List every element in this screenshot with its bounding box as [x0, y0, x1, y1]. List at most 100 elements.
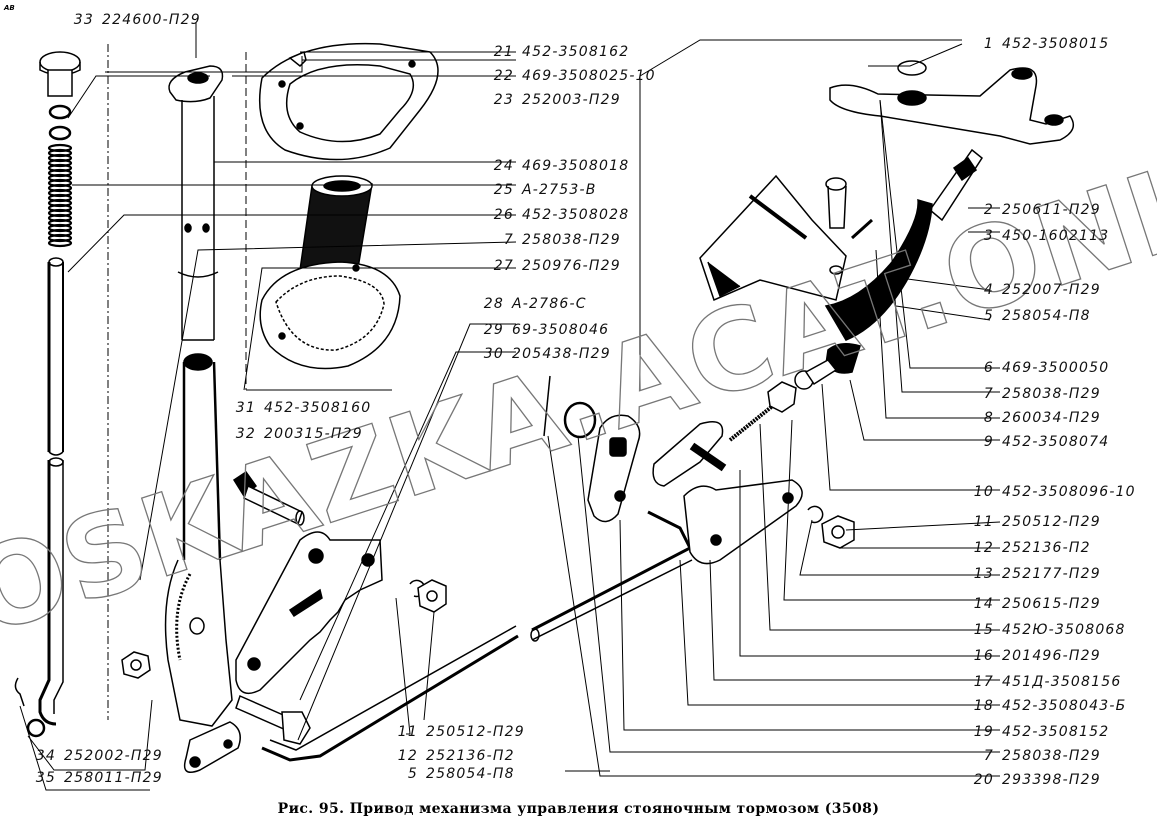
callout-number: 12: [973, 540, 994, 556]
callout-label: 4 252007-П29: [970, 282, 1101, 298]
part-number: 250611-П29: [1002, 202, 1101, 218]
part-number: 258038-П29: [1002, 748, 1101, 764]
callout-number: 15: [973, 622, 994, 638]
corner-mark: AB: [4, 4, 15, 12]
bent-rod: [38, 457, 64, 726]
mounting-bracket: [699, 174, 847, 302]
part-number: 224600-П29: [102, 12, 201, 28]
callout-number: 33: [73, 12, 94, 28]
part-number: 252007-П29: [1002, 282, 1101, 298]
pivot-arm: [683, 479, 803, 565]
callout-label: 33 224600-П29: [70, 12, 201, 28]
part-number: 469-3500050: [1002, 360, 1110, 376]
callout-number: 5: [407, 766, 418, 782]
part-number: 252177-П29: [1002, 566, 1101, 582]
callout-number: 12: [397, 748, 418, 764]
callout-number: 14: [973, 596, 994, 612]
ratchet-sector: [235, 531, 383, 695]
callout-number: 23: [493, 92, 514, 108]
threaded-rod: [47, 257, 64, 456]
part-number: 452-3508028: [522, 207, 630, 223]
callout-label: 17 451Д-3508156: [970, 674, 1121, 690]
callout-number: 28: [483, 296, 504, 312]
dust-cover: [258, 42, 439, 161]
callout-number: 3: [983, 228, 994, 244]
part-number: 250615-П29: [1002, 596, 1101, 612]
callout-number: 5: [983, 308, 994, 324]
callout-number: 18: [973, 698, 994, 714]
callout-label: 5 258054-П8: [394, 766, 515, 782]
callout-number: 29: [483, 322, 504, 338]
cotter-pin: [14, 677, 25, 707]
knob-cap: [39, 51, 81, 97]
part-number: 452-3508015: [1002, 36, 1110, 52]
part-number: 293398-П29: [1002, 772, 1101, 788]
leader-lines: [19, 22, 1001, 791]
washer: [48, 125, 72, 141]
part-number: 452-3508043-Б: [1002, 698, 1127, 714]
callout-number: 11: [397, 724, 418, 740]
part-number: 205438-П29: [512, 346, 611, 362]
callout-label: 23 252003-П29: [490, 92, 621, 108]
nut: [821, 515, 855, 549]
callout-number: 20: [973, 772, 994, 788]
lever-tube: [168, 65, 224, 341]
callout-number: 7: [503, 232, 514, 248]
part-number: 260034-П29: [1002, 410, 1101, 426]
callout-label: 11 250512-П29: [394, 724, 525, 740]
boot-flange: [259, 261, 401, 370]
callout-number: 21: [493, 44, 514, 60]
part-number: 258054-П8: [1002, 308, 1091, 324]
crank-rod: [530, 510, 693, 642]
hand-lever: [164, 353, 241, 773]
part-number: 252136-П2: [1002, 540, 1091, 556]
washer: [563, 401, 597, 439]
bolt: [232, 470, 305, 526]
callout-label: 29 69-3508046: [480, 322, 609, 338]
link-plate: [587, 414, 641, 523]
part-number: 250512-П29: [426, 724, 525, 740]
callout-number: 7: [983, 386, 994, 402]
part-number: 200315-П29: [264, 426, 363, 442]
part-number: 452Ю-3508068: [1002, 622, 1126, 638]
callout-label: 15 452Ю-3508068: [970, 622, 1126, 638]
part-number: 252003-П29: [522, 92, 621, 108]
callout-number: 22: [493, 68, 514, 84]
part-number: 250976-П29: [522, 258, 621, 274]
callout-label: 14 250615-П29: [970, 596, 1101, 612]
cotter-pin: [850, 218, 874, 240]
callout-number: 6: [983, 360, 994, 376]
part-number: 258054-П8: [426, 766, 515, 782]
part-number: 69-3508046: [512, 322, 610, 338]
callout-number: 19: [973, 724, 994, 740]
callout-number: 25: [493, 182, 514, 198]
callout-number: 27: [493, 258, 514, 274]
part-number: 252002-П29: [64, 748, 163, 764]
callout-number: 34: [35, 748, 56, 764]
callout-number: 26: [493, 207, 514, 223]
cotter-pin: [543, 375, 551, 437]
part-number: 258038-П29: [522, 232, 621, 248]
part-number: 451Д-3508156: [1002, 674, 1122, 690]
callout-number: 17: [973, 674, 994, 690]
callout-number: 35: [35, 770, 56, 786]
rubber-boot: [297, 175, 373, 285]
callout-number: 4: [983, 282, 994, 298]
callout-label: 26 452-3508028: [490, 207, 629, 223]
callout-label: 6 469-3500050: [970, 360, 1109, 376]
threaded-adjuster: [728, 359, 838, 442]
part-number: 258011-П29: [64, 770, 163, 786]
